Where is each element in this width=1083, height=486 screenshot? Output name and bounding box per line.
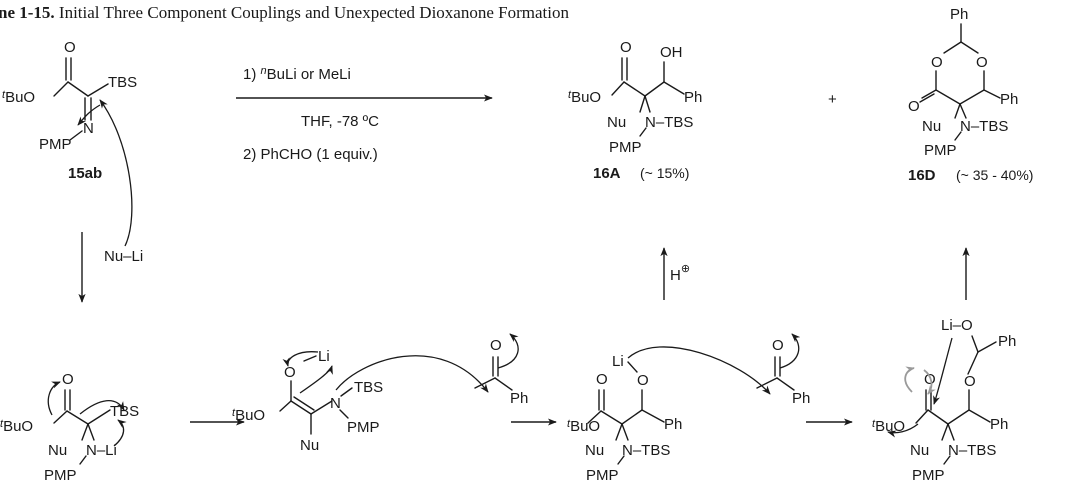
curved-arrow xyxy=(77,104,101,126)
svg-text:Ph: Ph xyxy=(950,6,968,23)
svg-text:TBS: TBS xyxy=(110,403,139,420)
svg-text:tBuO: tBuO xyxy=(872,418,905,435)
intermediate-2-enolate: Li O tBuO Nu N TBS PMP xyxy=(232,348,489,454)
svg-text:Ph: Ph xyxy=(990,416,1008,433)
svg-text:N: N xyxy=(330,395,341,412)
svg-text:OH: OH xyxy=(660,44,683,61)
svg-text:PMP: PMP xyxy=(912,467,945,484)
svg-text:TBS: TBS xyxy=(108,74,137,91)
svg-text:O: O xyxy=(620,39,632,56)
reagent-step2: 2) PhCHO (1 equiv.) xyxy=(243,146,378,163)
label-15ab: 15ab xyxy=(68,165,102,182)
svg-text:O: O xyxy=(637,372,649,389)
svg-text:O: O xyxy=(284,364,296,381)
reagent-step1: 1) nBuLi or MeLi xyxy=(243,65,351,83)
svg-text:O: O xyxy=(64,39,76,56)
svg-text:Li–O: Li–O xyxy=(941,317,973,334)
svg-text:Nu: Nu xyxy=(585,442,604,459)
svg-text:TBS: TBS xyxy=(354,379,383,396)
svg-text:Nu: Nu xyxy=(922,118,941,135)
yield-16D: (~ 35 - 40%) xyxy=(956,167,1033,183)
benzaldehyde-2: O Ph xyxy=(756,333,810,407)
intermediate-1: O tBuO TBS Nu N–Li PMP xyxy=(0,371,139,484)
svg-text:Li: Li xyxy=(612,353,624,370)
label-16D: 16D xyxy=(908,167,936,184)
svg-text:tBuO: tBuO xyxy=(568,89,601,106)
svg-text:tBuO: tBuO xyxy=(232,407,265,424)
svg-text:N–TBS: N–TBS xyxy=(948,442,996,459)
svg-text:Ph: Ph xyxy=(792,390,810,407)
svg-text:Nu: Nu xyxy=(48,442,67,459)
plus-sign: + xyxy=(828,91,837,108)
svg-text:N–TBS: N–TBS xyxy=(645,114,693,131)
yield-16A: (~ 15%) xyxy=(640,165,689,181)
svg-text:N–Li: N–Li xyxy=(86,442,117,459)
compound-15ab: O tBuO TBS N PMP 15ab Nu–Li xyxy=(2,39,143,265)
benzaldehyde: O Ph xyxy=(474,333,528,407)
svg-text:Nu: Nu xyxy=(607,114,626,131)
svg-text:N–TBS: N–TBS xyxy=(622,442,670,459)
svg-text:Ph: Ph xyxy=(664,416,682,433)
svg-text:Nu: Nu xyxy=(300,437,319,454)
scheme-title: ne 1-15. Initial Three Component Couplin… xyxy=(0,3,569,22)
reagent-conditions: THF, -78 ºC xyxy=(301,113,379,130)
svg-text:Nu: Nu xyxy=(910,442,929,459)
svg-text:O: O xyxy=(772,337,784,354)
svg-text:O: O xyxy=(976,54,988,71)
svg-text:Li: Li xyxy=(318,348,330,365)
svg-text:O: O xyxy=(908,98,920,115)
svg-text:tBuO: tBuO xyxy=(2,89,35,106)
svg-text:PMP: PMP xyxy=(347,419,380,436)
svg-text:O: O xyxy=(62,371,74,388)
intermediate-4-adduct: Li–O Ph O Ph O tBuO Nu N–TBS PMP xyxy=(872,317,1016,484)
svg-text:PMP: PMP xyxy=(44,467,77,484)
intermediate-3-alkoxide: O tBuO O Li Ph Nu N–TBS PMP xyxy=(567,346,771,484)
svg-text:PMP: PMP xyxy=(609,139,642,156)
svg-text:O: O xyxy=(490,337,502,354)
svg-text:O: O xyxy=(964,373,976,390)
svg-text:Ph: Ph xyxy=(510,390,528,407)
compound-16D: Ph O O O Ph Nu N–TBS PMP 16D (~ 35 - 40%… xyxy=(908,6,1033,184)
compound-16A: O tBuO OH Ph Nu N–TBS PMP 16A (~ 15%) xyxy=(568,39,702,182)
curved-arrow xyxy=(99,99,133,247)
label-16A: 16A xyxy=(593,165,621,182)
svg-text:Nu–Li: Nu–Li xyxy=(104,248,143,265)
svg-text:Ph: Ph xyxy=(1000,91,1018,108)
svg-text:PMP: PMP xyxy=(924,142,957,159)
svg-text:O: O xyxy=(931,54,943,71)
svg-text:PMP: PMP xyxy=(586,467,619,484)
svg-text:tBuO: tBuO xyxy=(0,418,33,435)
svg-text:tBuO: tBuO xyxy=(567,418,600,435)
svg-text:O: O xyxy=(924,371,936,388)
svg-text:PMP: PMP xyxy=(39,136,72,153)
svg-text:N–TBS: N–TBS xyxy=(960,118,1008,135)
proton-label: H⊕ xyxy=(670,263,690,284)
svg-text:Ph: Ph xyxy=(998,333,1016,350)
svg-text:N: N xyxy=(83,120,94,137)
svg-text:Ph: Ph xyxy=(684,89,702,106)
svg-text:O: O xyxy=(596,371,608,388)
